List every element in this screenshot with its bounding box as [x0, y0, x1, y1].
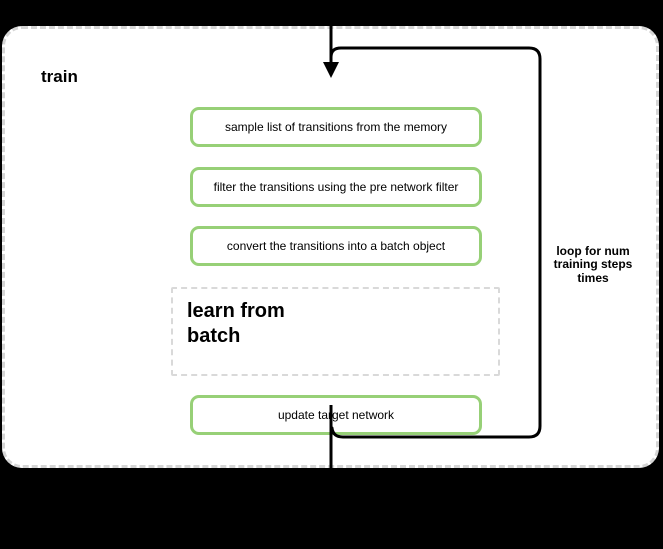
- train-container-title: train: [41, 67, 78, 86]
- step-sample-transitions: sample list of transitions from the memo…: [190, 107, 482, 147]
- learn-from-batch-box: learn from batch: [171, 287, 500, 376]
- loop-annotation-line3: times: [577, 270, 609, 285]
- loop-annotation-line2: training steps: [553, 257, 633, 272]
- step-label: convert the transitions into a batch obj…: [226, 239, 446, 253]
- learn-box-label-line2: batch: [187, 325, 241, 347]
- step-update-target-network: update target network: [190, 395, 482, 435]
- step-convert-to-batch: convert the transitions into a batch obj…: [190, 226, 482, 266]
- step-label: sample list of transitions from the memo…: [224, 120, 448, 134]
- train-container: train sample list of transitions from th…: [2, 26, 659, 468]
- step-label: filter the transitions using the pre net…: [213, 180, 459, 194]
- step-label: update target network: [277, 408, 395, 422]
- step-filter-transitions: filter the transitions using the pre net…: [190, 167, 482, 207]
- learn-box-label-line1: learn from: [187, 300, 285, 322]
- loop-annotation: loop for num training steps times: [545, 244, 641, 285]
- loop-annotation-line1: loop for num: [556, 244, 630, 258]
